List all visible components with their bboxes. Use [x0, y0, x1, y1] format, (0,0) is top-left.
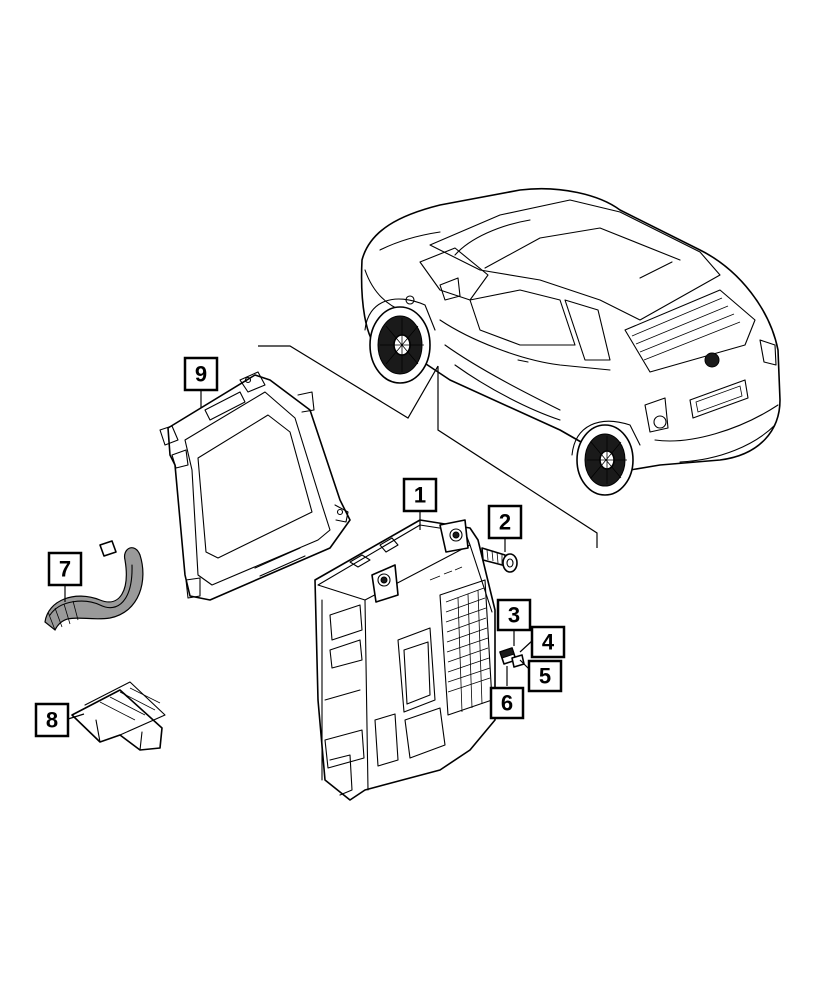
callout-7[interactable]: 7 — [47, 551, 83, 587]
callout-label: 8 — [46, 708, 58, 733]
fuse-part-3-6 — [499, 647, 525, 668]
callout-label: 4 — [542, 630, 555, 655]
callout-1[interactable]: 1 — [402, 477, 438, 513]
callout-3[interactable]: 3 — [496, 598, 532, 632]
strap-part-7 — [44, 540, 144, 631]
callout-label: 1 — [414, 483, 426, 508]
callout-4[interactable]: 4 — [530, 625, 566, 659]
callout-label: 5 — [539, 664, 551, 689]
callout-6[interactable]: 6 — [489, 686, 525, 720]
rear-wheel — [576, 424, 634, 496]
location-leader-lines — [258, 345, 598, 548]
screw-part-2 — [481, 547, 518, 573]
bracket-part-9 — [159, 371, 351, 601]
front-wheel — [369, 306, 431, 384]
callout-9[interactable]: 9 — [183, 356, 219, 392]
callout-label: 3 — [508, 603, 520, 628]
callout-8[interactable]: 8 — [34, 702, 70, 738]
vehicle-illustration — [360, 187, 781, 496]
callout-label: 7 — [59, 557, 71, 582]
clip-part-8 — [71, 681, 166, 751]
callout-2[interactable]: 2 — [487, 504, 523, 540]
callout-label: 9 — [195, 362, 207, 387]
callout-label: 2 — [499, 510, 511, 535]
callout-5[interactable]: 5 — [527, 659, 563, 693]
callout-label: 6 — [501, 691, 513, 716]
body-control-module-part-1 — [314, 519, 496, 801]
